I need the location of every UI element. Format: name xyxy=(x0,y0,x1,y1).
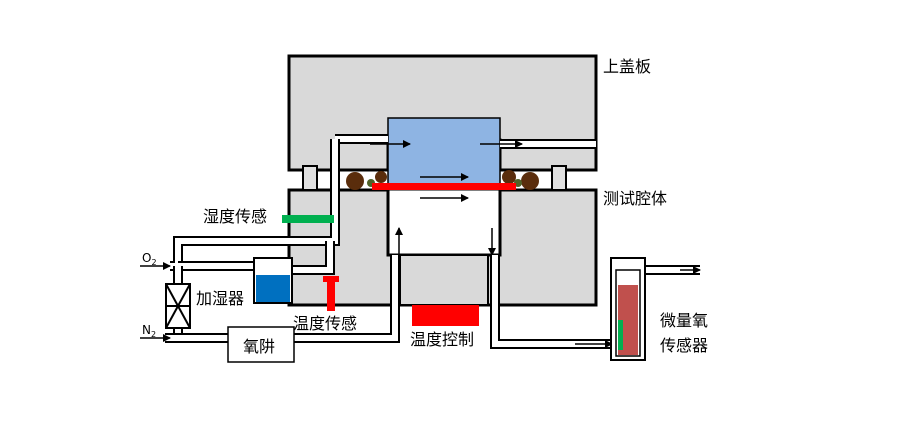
humidity-sensor-bar xyxy=(282,215,334,223)
temperature-sensor-label: 温度传感 xyxy=(293,314,357,333)
sample-film xyxy=(387,117,501,187)
flow-arrows xyxy=(370,140,523,256)
heater-plate xyxy=(372,183,516,190)
trace-oxygen-label-line2: 传感器 xyxy=(660,336,708,355)
lower-cavity xyxy=(388,189,500,255)
oxygen-trap-label: 氧阱 xyxy=(243,337,275,356)
trace-oxygen-label-line1: 微量氧 xyxy=(660,311,708,330)
humidity-sensor-label: 湿度传感 xyxy=(203,207,267,226)
n2-label: N2 xyxy=(142,323,156,339)
temperature-control-label: 温度控制 xyxy=(410,330,474,349)
o2-label: O2 xyxy=(142,251,157,267)
oxygen-trap-box xyxy=(227,326,295,363)
trace-oxygen-sensor xyxy=(610,257,646,361)
valve-icon xyxy=(165,283,191,329)
test-chamber-label: 测试腔体 xyxy=(603,189,667,208)
spacer-post-right xyxy=(551,165,567,191)
top-lid-label: 上盖板 xyxy=(603,57,651,76)
spacer-post-left xyxy=(302,165,318,191)
temperature-control-block xyxy=(412,305,479,326)
temperature-sensor-probe xyxy=(323,276,339,311)
humidifier-label: 加湿器 xyxy=(196,289,244,308)
humidifier xyxy=(253,257,293,304)
